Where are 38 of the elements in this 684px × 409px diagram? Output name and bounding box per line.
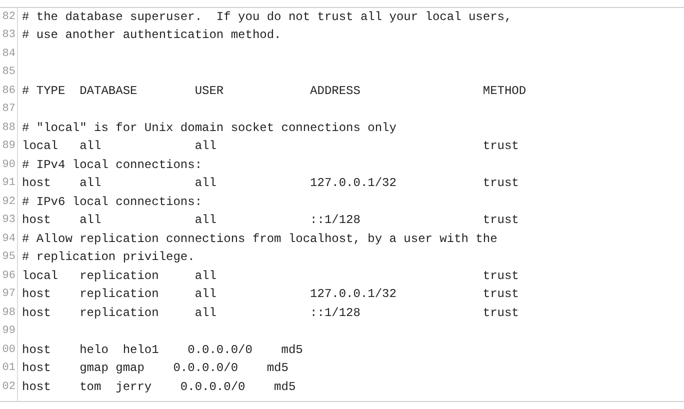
- code-line: local all all trust: [22, 139, 519, 154]
- code-line: host helo helo1 0.0.0.0/0 md5: [22, 342, 303, 358]
- line-number: 86: [2, 84, 16, 98]
- line-number: 89: [2, 139, 16, 154]
- code-line: # "local" is for Unix domain socket connections only: [22, 120, 396, 136]
- line-number: 82: [2, 10, 16, 24]
- line-number: 02: [2, 380, 16, 394]
- line-number: 85: [2, 65, 16, 80]
- code-line: # replication privilege.: [22, 250, 195, 265]
- line-number: 97: [2, 287, 16, 302]
- line-number: 90: [2, 158, 16, 172]
- code-line: # TYPE DATABASE USER ADDRESS METHOD: [22, 84, 526, 98]
- line-number: 94: [2, 232, 16, 246]
- line-number: 00: [2, 342, 16, 358]
- line-number: 87: [2, 102, 16, 117]
- code-line: local replication all trust: [22, 268, 519, 284]
- code-line: host replication all ::1/128 trust: [22, 306, 519, 320]
- line-number: 96: [2, 268, 16, 284]
- line-number: 93: [2, 213, 16, 228]
- code-line: host tom jerry 0.0.0.0/0 md5: [22, 380, 296, 394]
- code-line: # use another authentication method.: [22, 28, 282, 43]
- code-line: host all all ::1/128 trust: [22, 213, 519, 228]
- code-line: # Allow replication connections from localhost, by a user with the: [22, 232, 498, 246]
- code-line: # the database superuser. If you do not trust all your local users,: [22, 10, 512, 24]
- line-number: 88: [2, 120, 16, 136]
- code-line: # IPv6 local connections:: [22, 194, 202, 210]
- code-line: host all all 127.0.0.1/32 trust: [22, 176, 519, 191]
- line-number: 01: [2, 361, 16, 376]
- code-line: # IPv4 local connections:: [22, 158, 202, 172]
- line-number: 84: [2, 46, 16, 62]
- line-number: 99: [2, 324, 16, 339]
- line-number: 83: [2, 28, 16, 43]
- code-line: host gmap gmap 0.0.0.0/0 md5: [22, 361, 288, 376]
- code-line: host replication all 127.0.0.1/32 trust: [22, 287, 519, 302]
- line-number: 91: [2, 176, 16, 191]
- line-number: 98: [2, 306, 16, 320]
- line-number: 92: [2, 194, 16, 210]
- line-number: 95: [2, 250, 16, 265]
